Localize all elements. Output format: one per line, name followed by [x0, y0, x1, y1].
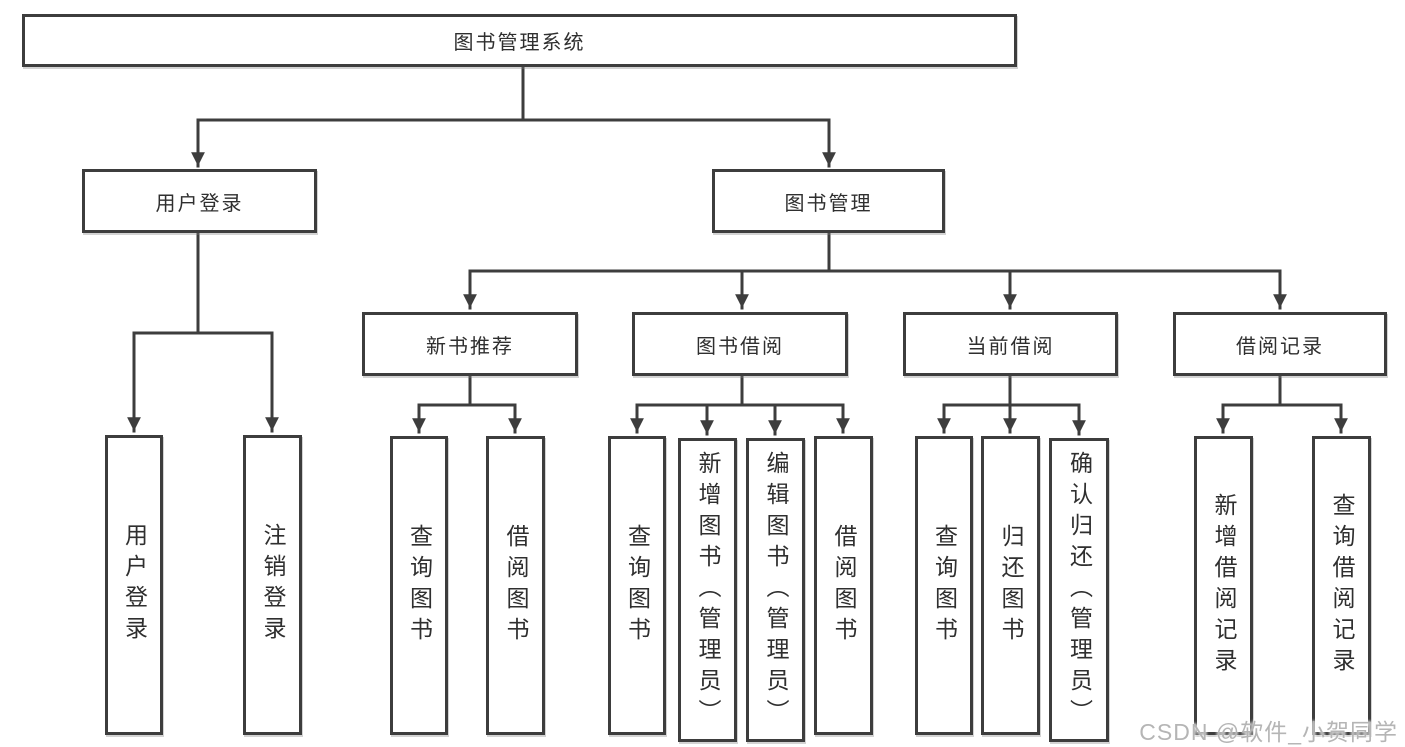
node-book-management-label: 图书管理 — [784, 192, 873, 215]
leaf-borrow-books-recommend: 借阅图书 — [486, 436, 545, 735]
node-library-system-label: 图书管理系统 — [453, 32, 586, 54]
leaf-user-login-label: 用户登录 — [121, 523, 148, 647]
leaf-query-books-current: 查询图书 — [915, 436, 973, 735]
leaf-add-borrow-record: 新增借阅记录 — [1194, 436, 1253, 735]
node-borrow-records: 借阅记录 — [1173, 312, 1387, 376]
node-book-management: 图书管理 — [712, 169, 945, 233]
leaf-query-books-borrow-label: 查询图书 — [624, 523, 651, 648]
leaf-add-borrow-record-label: 新增借阅记录 — [1211, 492, 1237, 679]
leaf-add-books-admin: 新增图书（管理员） — [678, 438, 737, 742]
node-current-borrow: 当前借阅 — [903, 312, 1118, 376]
leaf-query-books-current-label: 查询图书 — [931, 523, 958, 648]
leaf-query-books-recommend-label: 查询图书 — [406, 523, 433, 648]
leaf-logout-label: 注销登录 — [260, 523, 286, 647]
leaf-add-books-admin-label: 新增图书（管理员） — [695, 450, 721, 730]
leaf-user-login: 用户登录 — [105, 435, 163, 735]
node-new-book-recommend-label: 新书推荐 — [426, 335, 514, 358]
leaf-edit-books-admin-label: 编辑图书（管理员） — [763, 450, 789, 730]
node-user-login-label: 用户登录 — [155, 192, 244, 215]
leaf-query-borrow-record: 查询借阅记录 — [1312, 436, 1371, 735]
node-book-borrow-label: 图书借阅 — [696, 335, 784, 358]
leaf-borrow-books: 借阅图书 — [814, 436, 873, 735]
node-book-borrow: 图书借阅 — [632, 312, 848, 376]
node-new-book-recommend: 新书推荐 — [362, 312, 578, 376]
leaf-query-books-borrow: 查询图书 — [608, 436, 666, 735]
leaf-borrow-books-label: 借阅图书 — [831, 523, 857, 648]
node-borrow-records-label: 借阅记录 — [1236, 335, 1324, 358]
leaf-borrow-books-recommend-label: 借阅图书 — [503, 523, 529, 648]
node-user-login: 用户登录 — [82, 169, 317, 233]
leaf-query-books-recommend: 查询图书 — [390, 436, 448, 735]
leaf-logout: 注销登录 — [243, 435, 302, 735]
leaf-confirm-return-admin-label: 确认归还（管理员） — [1066, 450, 1093, 730]
leaf-return-books-label: 归还图书 — [998, 523, 1024, 648]
node-current-borrow-label: 当前借阅 — [966, 335, 1055, 358]
leaf-edit-books-admin: 编辑图书（管理员） — [746, 438, 805, 742]
leaf-confirm-return-admin: 确认归还（管理员） — [1049, 438, 1109, 742]
watermark: CSDN @软件_小贺同学 — [1139, 719, 1398, 745]
leaf-query-borrow-record-label: 查询借阅记录 — [1329, 492, 1355, 679]
node-library-system: 图书管理系统 — [22, 14, 1017, 67]
leaf-return-books: 归还图书 — [981, 436, 1040, 735]
